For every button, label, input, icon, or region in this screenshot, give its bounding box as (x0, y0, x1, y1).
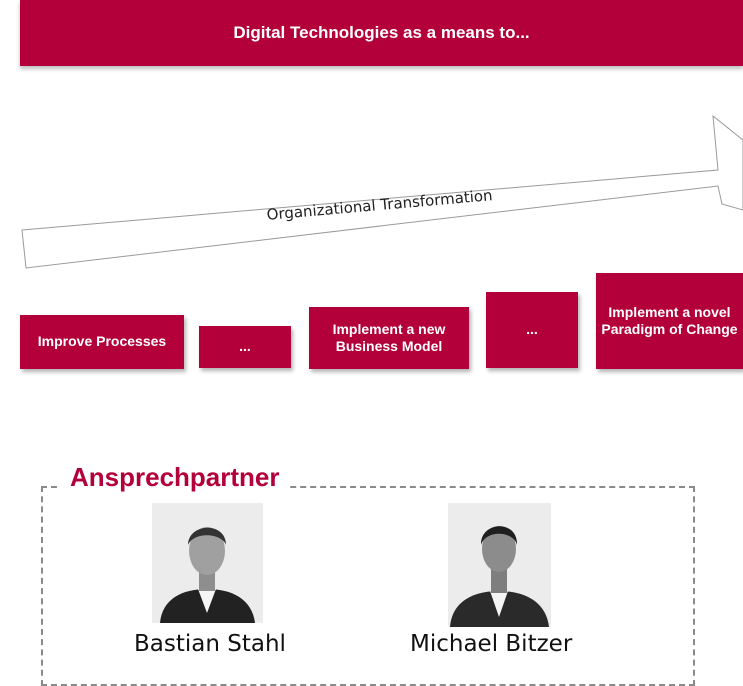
person-silhouette-icon (448, 503, 551, 627)
transformation-arrow: Organizational Transformation (21, 114, 743, 269)
step-label: Improve Processes (37, 333, 167, 350)
step-label: ... (526, 321, 538, 338)
person-silhouette-icon (152, 503, 263, 623)
step-ellipsis-2: ... (486, 292, 578, 368)
banner-title: Digital Technologies as a means to... (233, 23, 530, 42)
step-improve-processes: Improve Processes (20, 315, 184, 369)
avatar-bastian-stahl (152, 503, 263, 623)
title-banner: Digital Technologies as a means to... (20, 0, 743, 66)
step-label: Implement a novel Paradigm of Change (601, 303, 738, 338)
contact-name-michael-bitzer: Michael Bitzer (410, 631, 573, 657)
contact-title: Ansprechpartner (60, 462, 290, 493)
step-label: Implement a new Business Model (332, 320, 446, 355)
step-label: ... (239, 338, 251, 355)
contact-name-bastian-stahl: Bastian Stahl (134, 631, 286, 657)
step-ellipsis-1: ... (199, 326, 291, 368)
step-new-business-model: Implement a new Business Model (309, 307, 469, 369)
avatar-michael-bitzer (448, 503, 551, 627)
step-novel-paradigm: Implement a novel Paradigm of Change (596, 273, 743, 369)
arrow-shape (21, 114, 743, 269)
